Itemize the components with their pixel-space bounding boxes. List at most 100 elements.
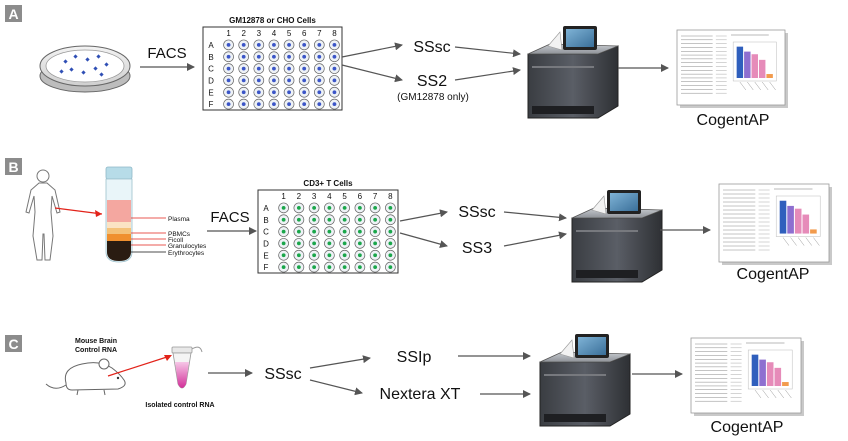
plate-row-label: A	[208, 41, 214, 50]
report-document-icon	[690, 337, 804, 416]
plate-well-cell	[342, 253, 347, 258]
plate-column-label: 6	[358, 192, 363, 201]
report-chart-tick	[762, 81, 769, 91]
report-chart-tick	[754, 389, 762, 399]
panel-c-arrow-ssc-to-sslp	[309, 355, 371, 369]
plate-well-cell	[296, 217, 301, 222]
plate-well-cell	[357, 206, 362, 210]
plate-well-cell	[312, 241, 317, 246]
plate-well-cell	[287, 54, 291, 59]
plate-well-cell	[287, 43, 291, 47]
plate-well-cell	[357, 229, 362, 234]
sequencer-screen	[610, 193, 638, 211]
panel-a-arrow-ssc-to-seq	[454, 46, 521, 58]
plate-well-cell	[373, 206, 378, 210]
plate-well-cell	[312, 229, 317, 234]
plate-well-cell	[281, 229, 286, 234]
plate-well-cell	[388, 217, 393, 222]
plate-well-cell	[287, 90, 291, 95]
plate-column-label: 3	[257, 29, 262, 38]
panel-c-badge-letter: C	[8, 336, 18, 352]
sequencer-icon	[539, 334, 631, 427]
rna-tube-icon	[171, 346, 203, 389]
plate-well-cell	[373, 217, 378, 222]
panel-b: B Plasma PBMCs Ficoll Granulocytes	[5, 158, 832, 283]
plate-well-cell	[226, 78, 231, 83]
sequencer-base	[576, 270, 638, 278]
plate-well-cell	[373, 253, 378, 258]
plate-well-cell	[357, 253, 362, 258]
plate-well-cell	[342, 241, 347, 246]
report-chart-bar	[751, 54, 758, 78]
plate-well-cell	[388, 265, 393, 269]
plate-well-cell	[241, 43, 246, 47]
sequencer-stripe	[544, 374, 606, 376]
panel-c-rna-arrow	[107, 355, 171, 377]
report-chart-tick	[777, 389, 784, 399]
plate-row-label: C	[208, 65, 214, 74]
panel-b-arrow-plate-to-ss3	[399, 232, 448, 248]
plate-well-cell	[327, 253, 332, 258]
plate-well-cell	[332, 78, 337, 83]
plate-column-label: 1	[226, 29, 231, 38]
plate-well-cell	[302, 90, 307, 95]
panel-a-badge-letter: A	[8, 6, 18, 22]
tube-layer-pointers	[131, 217, 166, 253]
panel-a-facs-label: FACS	[147, 45, 186, 62]
plate-well-cell	[317, 43, 322, 47]
plate-well-cell	[287, 78, 291, 83]
plate-well-cell	[317, 102, 322, 106]
plate-row-label: B	[263, 216, 268, 225]
panel-b-facs-label: FACS	[210, 209, 249, 226]
plate-well-cell	[388, 206, 393, 210]
plate-well-cell	[281, 217, 286, 222]
plate-well-cell	[281, 206, 286, 210]
report-chart-tick	[754, 81, 761, 91]
plate-column-label: 2	[241, 29, 246, 38]
plate-well-cell	[256, 43, 261, 47]
report-document-icon	[676, 29, 788, 108]
plate-well-cell	[357, 241, 362, 246]
plate-well-cell	[302, 66, 307, 71]
plate-well-cell	[327, 229, 332, 234]
plate-column-label: 7	[317, 29, 322, 38]
plate-well-cell	[256, 66, 261, 71]
panel-a-badge	[5, 5, 22, 22]
plate-well-cell	[241, 90, 246, 95]
panel-b-protocol-2: SS3	[462, 240, 492, 257]
report-chart-bar	[810, 229, 817, 234]
plate-well-cell	[272, 90, 276, 95]
plate-title: GM12878 or CHO Cells	[229, 16, 316, 25]
plate-well-cell	[226, 66, 231, 71]
plate-well-cell	[312, 253, 317, 258]
plate-well-cell	[388, 253, 393, 258]
plate-well-cell	[256, 102, 261, 106]
tube-label-pbmcs: PBMCs	[168, 231, 191, 238]
human-figure-icon	[25, 169, 61, 261]
plate-row-label: D	[263, 239, 269, 248]
plate-row-label: A	[263, 204, 269, 213]
plate-well-cell	[272, 78, 276, 83]
plate-well-cell	[226, 102, 231, 106]
plate-well-cell	[256, 78, 261, 83]
plate-well-cell	[287, 66, 291, 71]
report-chart-tick	[798, 237, 805, 246]
report-chart-tick	[739, 81, 747, 91]
panel-c-output-label: CogentAP	[711, 419, 784, 436]
petri-dish-icon	[39, 45, 131, 93]
plate-well-cell	[272, 102, 276, 106]
report-chart-bar	[787, 205, 794, 234]
panel-b-arrow-ss3-to-seq	[503, 231, 567, 247]
plate-well-cell	[327, 241, 332, 246]
plate-row-label: C	[263, 228, 269, 237]
plate-well-cell	[373, 241, 378, 246]
plate-well-cell	[241, 66, 246, 71]
sequencer-lid	[547, 31, 563, 51]
panel-b-arrow-plate-to-ssc	[399, 209, 448, 222]
plate-well-cell	[296, 253, 301, 258]
report-chart-bar	[774, 367, 782, 386]
plate-well-cell	[342, 217, 347, 222]
report-chart-tick	[747, 81, 754, 91]
